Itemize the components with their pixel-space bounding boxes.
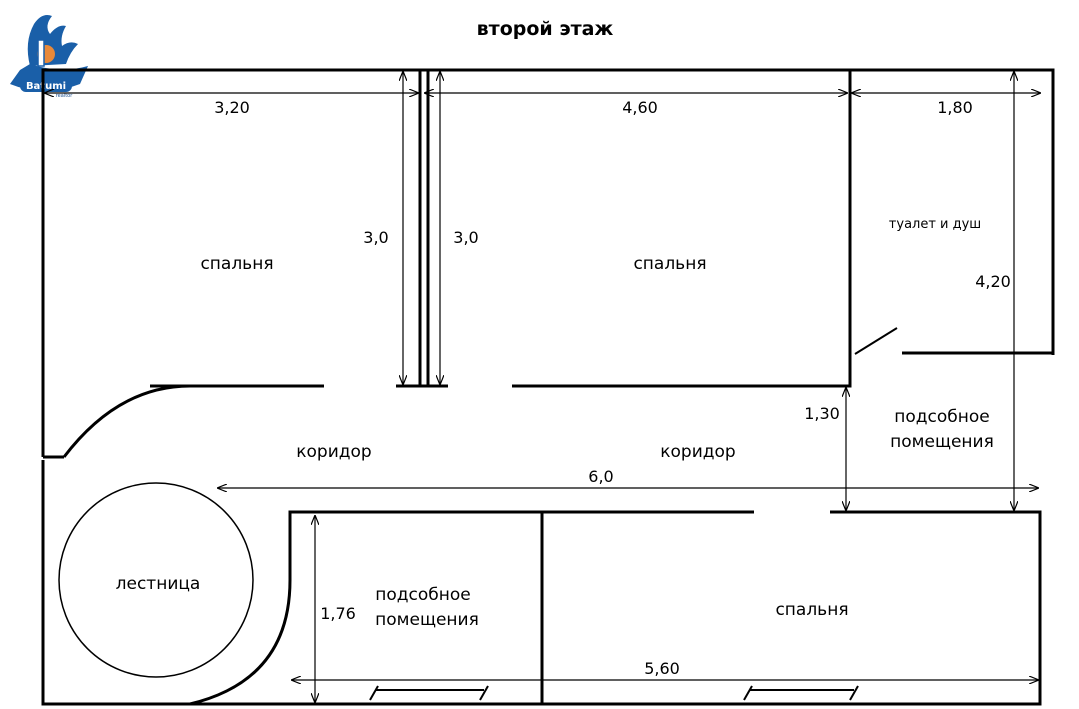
dim-label-corridor-depth: 1,30 [804,404,840,423]
logo-tower-icon [37,39,45,67]
dim-label-bottom-length: 5,60 [644,659,680,678]
logo-banner [20,78,72,92]
room-label-stairs: лестница [116,574,201,594]
outer-wall-bottom [41,460,1042,706]
page-title: второй этаж [477,18,614,40]
lower-block-wall [189,510,754,706]
dim-label-bedroom-left-depth: 3,0 [363,228,388,247]
dim-label-bedroom-center-depth: 3,0 [453,228,478,247]
dim-label-bedroom-left-width: 3,20 [214,98,250,117]
outer-wall [41,68,1055,457]
room-label-corridor-left: коридор [296,442,371,462]
room-label-corridor-right: коридор [660,442,735,462]
dim-label-bedroom-center-width: 4,60 [622,98,658,117]
room-label-utility-right-line2: помещения [890,432,994,452]
bedroom-center-wall [512,70,852,388]
room-label-bedroom-bottom: спальня [775,600,848,620]
room-label-bedroom-left: спальня [200,254,273,274]
stairs-circle [58,482,254,678]
room-label-utility-bottom-line2: помещения [375,610,479,630]
window-bedroom [743,685,859,701]
room-label-bedroom-center: спальня [633,254,706,274]
dim-label-right-depth: 4,20 [975,272,1011,291]
curved-corridor-wall [62,384,191,458]
room-label-toilet-shower: туалет и душ [889,217,981,232]
logo-subtitle: realtor [56,93,73,99]
room-label-utility-right-line1: подсобное [894,407,989,427]
window-utility [369,685,489,701]
dim-label-toilet-width: 1,80 [937,98,973,117]
dimension-lines [45,72,1040,702]
dim-label-utility-depth: 1,76 [320,604,356,623]
dim-label-corridor-length: 6,0 [588,467,613,486]
room-label-utility-bottom-line1: подсобное [375,585,470,605]
windows [369,685,859,701]
toilet-door [854,327,898,355]
batumi-realtor-logo: Batumi realtor [10,15,88,99]
walls [41,68,1055,706]
logo-name: Batumi [26,81,66,92]
